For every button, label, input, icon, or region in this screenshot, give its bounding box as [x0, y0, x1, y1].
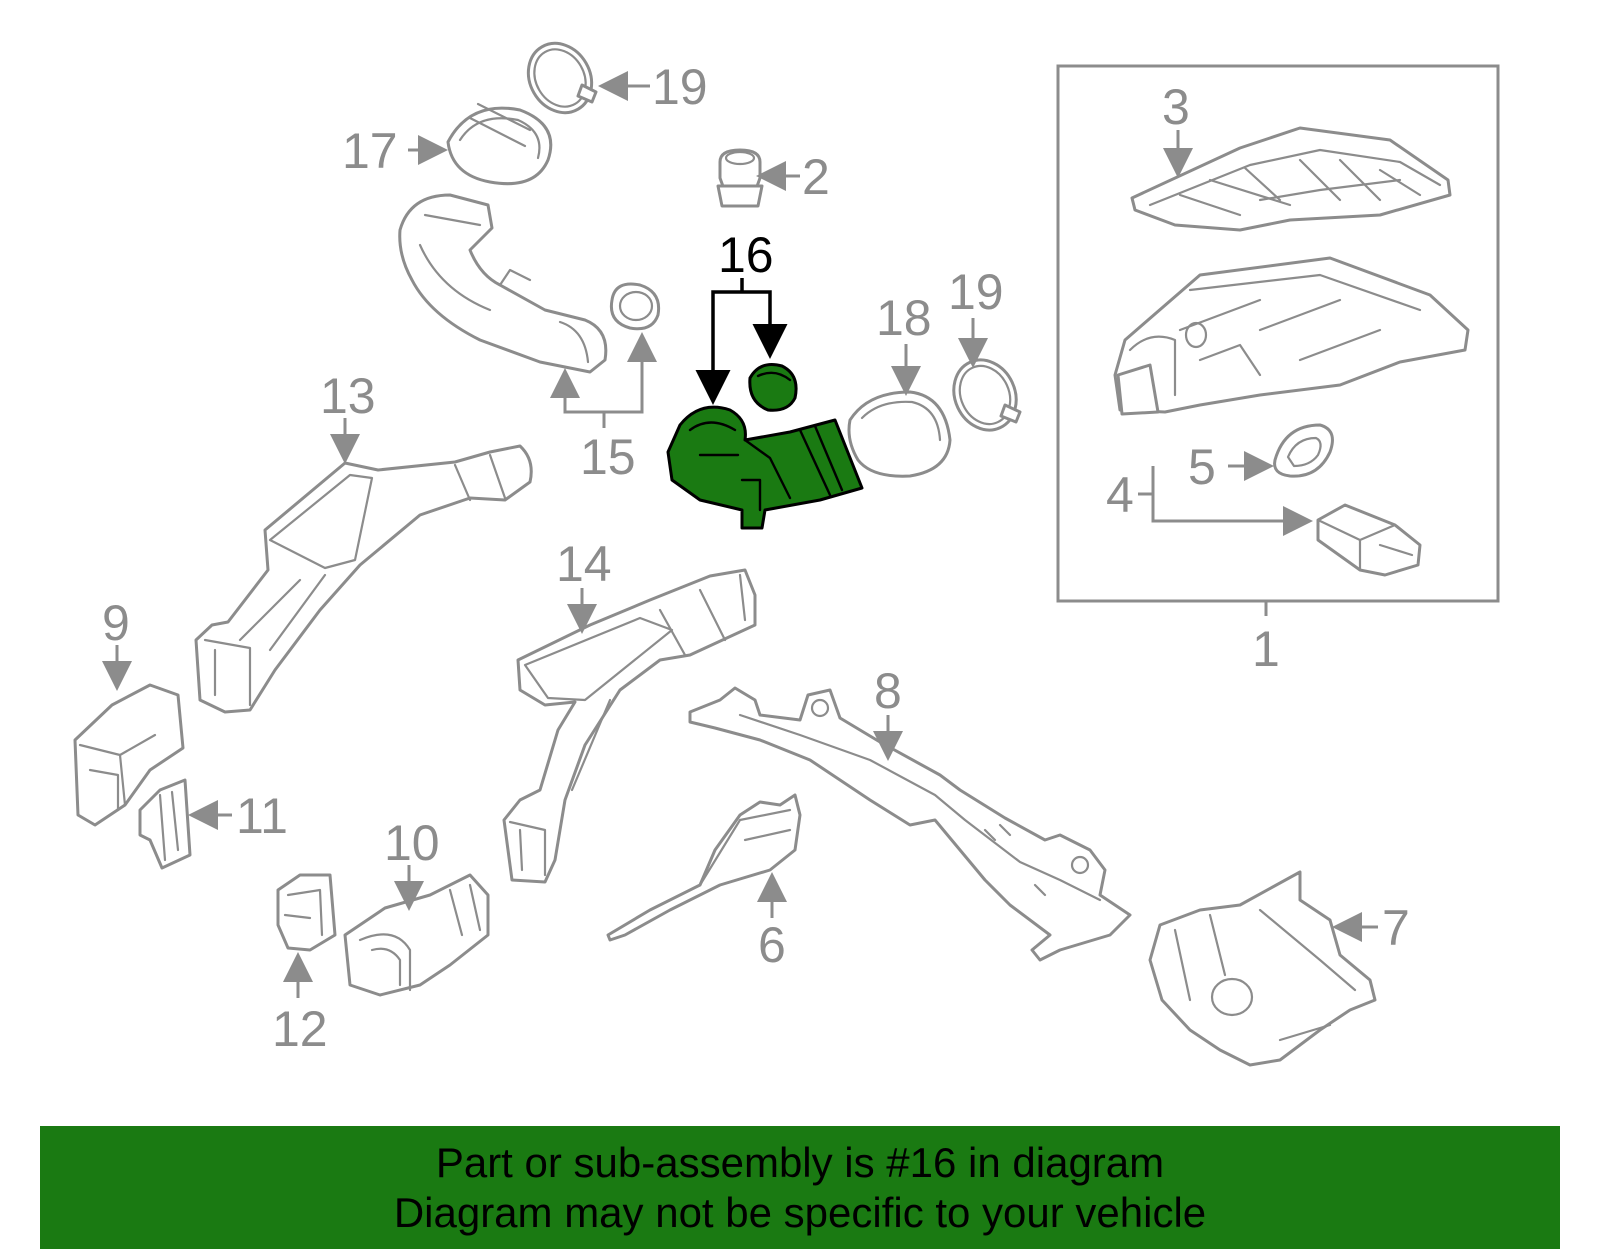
part-1-air-cleaner-housing: [1113, 256, 1470, 416]
callout-3: 3: [1162, 79, 1190, 135]
callout-6: 6: [758, 917, 786, 973]
part-10-vent-duct: [343, 873, 490, 997]
callout-12: 12: [272, 1001, 328, 1057]
part-9-vent: [73, 683, 185, 827]
callout-19-top: 19: [652, 59, 708, 115]
callout-4: 4: [1106, 467, 1134, 523]
part-18-filter-seal: [847, 390, 952, 478]
callout-19-right: 19: [948, 264, 1004, 320]
callout-18: 18: [876, 290, 932, 346]
part-12-vent-cap: [276, 873, 337, 952]
banner-line-2: Diagram may not be specific to your vehi…: [393, 1189, 1207, 1236]
part-19-clamp-right: [952, 358, 1022, 432]
callout-16: 16: [718, 227, 774, 283]
part-5-grommet: [1273, 423, 1334, 478]
callout-7: 7: [1382, 900, 1410, 956]
part-6-bracket: [606, 793, 802, 942]
part-19-clamp-top: [526, 41, 598, 115]
part-7-heat-shield: [1148, 870, 1377, 1067]
part-8-support-bracket: [688, 686, 1132, 962]
part-14-duct: [502, 568, 757, 884]
part-16-intake-duct: [666, 363, 864, 530]
callout-14: 14: [556, 536, 612, 592]
part-13-duct: [194, 444, 533, 714]
callout-9: 9: [102, 595, 130, 651]
callout-17: 17: [342, 123, 398, 179]
assembly-box-1: [1056, 64, 1500, 603]
part-11-bracket: [138, 778, 192, 870]
callout-2: 2: [802, 149, 830, 205]
banner-line-1: Part or sub-assembly is #16 in diagram: [435, 1139, 1165, 1186]
callout-8: 8: [874, 663, 902, 719]
callout-11: 11: [236, 788, 288, 844]
part-4-mass-air-flow-sensor: [1316, 503, 1422, 577]
callout-15: 15: [580, 429, 636, 485]
part-3-air-filter-cover: [1130, 126, 1452, 232]
part-15-duct: [398, 193, 661, 374]
callout-1: 1: [1252, 621, 1280, 677]
callout-13: 13: [320, 368, 376, 424]
part-17-resonator: [446, 102, 553, 186]
callout-10: 10: [384, 815, 440, 871]
info-banner: Part or sub-assembly is #16 in diagram D…: [40, 1126, 1560, 1249]
part-2-grommet: [716, 148, 764, 208]
callout-5: 5: [1188, 439, 1216, 495]
